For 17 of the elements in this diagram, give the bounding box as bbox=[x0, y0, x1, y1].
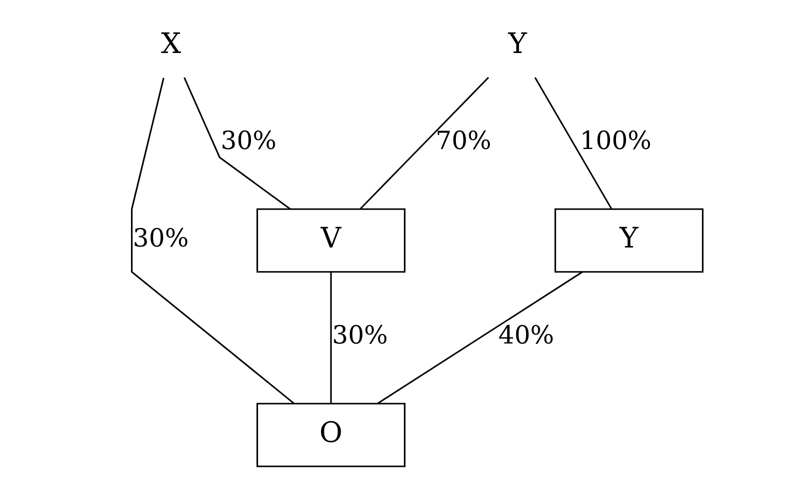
node-text: Y bbox=[508, 26, 527, 60]
node-box: Y bbox=[554, 208, 704, 273]
edge-label: 30% bbox=[220, 126, 277, 156]
connector bbox=[184, 77, 291, 210]
node-text: X bbox=[160, 26, 182, 60]
edge-label: 30% bbox=[332, 320, 388, 350]
connector bbox=[377, 271, 583, 404]
edge-label: 40% bbox=[498, 320, 554, 350]
connector bbox=[360, 76, 490, 210]
connector bbox=[534, 77, 612, 209]
node-box: O bbox=[256, 402, 406, 468]
node-box: V bbox=[256, 208, 406, 273]
edge-label: 70% bbox=[436, 126, 492, 156]
connector bbox=[330, 272, 332, 404]
connector bbox=[131, 78, 294, 404]
edge-label: 30% bbox=[132, 223, 189, 252]
edge-label: 100% bbox=[580, 126, 652, 156]
